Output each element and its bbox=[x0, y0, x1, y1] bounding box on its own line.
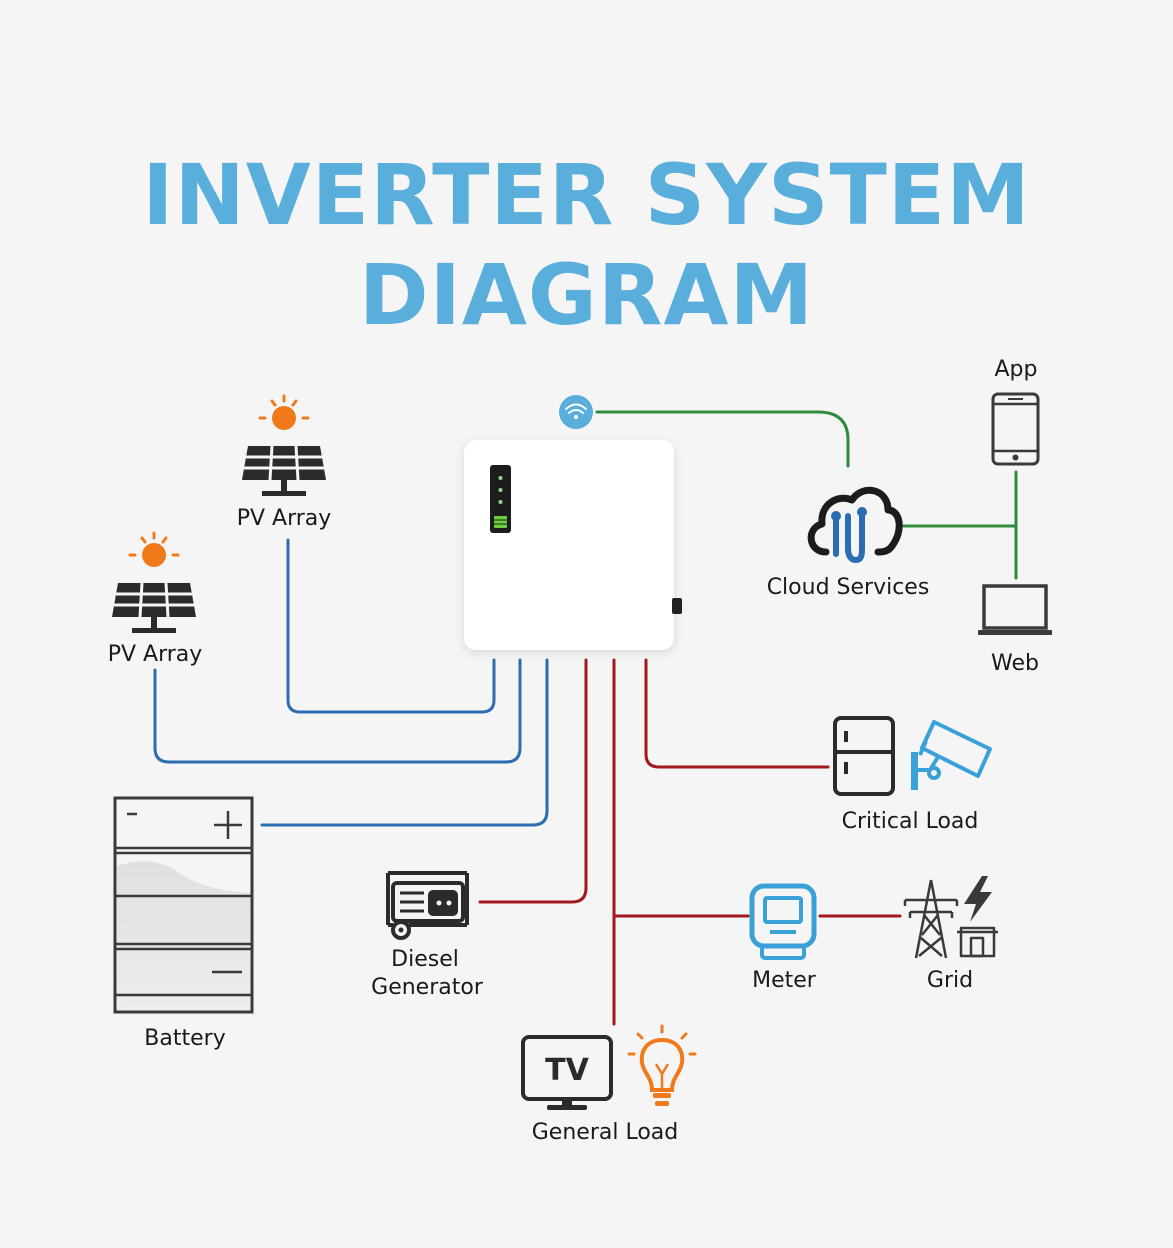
tv-icon-text: TV bbox=[545, 1053, 589, 1088]
lightbulb-icon bbox=[627, 1024, 697, 1106]
refrigerator-icon bbox=[833, 716, 895, 796]
diesel-generator-label-line1: Diesel bbox=[391, 947, 459, 972]
security-camera-icon bbox=[911, 720, 992, 790]
pv-array-2-label: PV Array bbox=[107, 642, 203, 667]
pv-array-2-line bbox=[153, 658, 522, 764]
meter-icon bbox=[749, 883, 817, 960]
web-label: Web bbox=[991, 651, 1039, 676]
generator-icon bbox=[386, 871, 469, 940]
inverter-icon bbox=[464, 440, 682, 650]
solar-panel-icon bbox=[112, 531, 196, 633]
pv-array-1-line bbox=[286, 538, 496, 714]
meter-label: Meter bbox=[752, 968, 816, 993]
battery-icon bbox=[113, 796, 254, 1014]
solar-panel-icon bbox=[242, 394, 326, 496]
critical-load-label: Critical Load bbox=[841, 809, 979, 834]
power-tower-icon bbox=[903, 876, 998, 959]
diagram-title-line1: INVERTER SYSTEM bbox=[142, 146, 1031, 244]
cloud-icon bbox=[807, 486, 903, 564]
critical-load-line bbox=[644, 658, 830, 769]
diesel-generator-label-line2: Generator bbox=[371, 975, 483, 1000]
smartphone-icon bbox=[991, 392, 1040, 466]
battery-line bbox=[260, 658, 549, 827]
grid-label: Grid bbox=[926, 968, 974, 993]
cloud-services-label: Cloud Services bbox=[766, 575, 930, 600]
tv-icon: TV bbox=[521, 1035, 613, 1110]
laptop-icon bbox=[978, 584, 1052, 635]
wifi-cloud-line bbox=[595, 410, 850, 468]
app-label: App bbox=[994, 357, 1038, 382]
general-load-label: General Load bbox=[531, 1120, 679, 1145]
pv-array-1-label: PV Array bbox=[236, 506, 332, 531]
diesel-generator-line bbox=[478, 658, 588, 904]
wifi-icon bbox=[559, 395, 593, 429]
diagram-title-line2: DIAGRAM bbox=[358, 246, 815, 344]
battery-label: Battery bbox=[144, 1026, 226, 1051]
